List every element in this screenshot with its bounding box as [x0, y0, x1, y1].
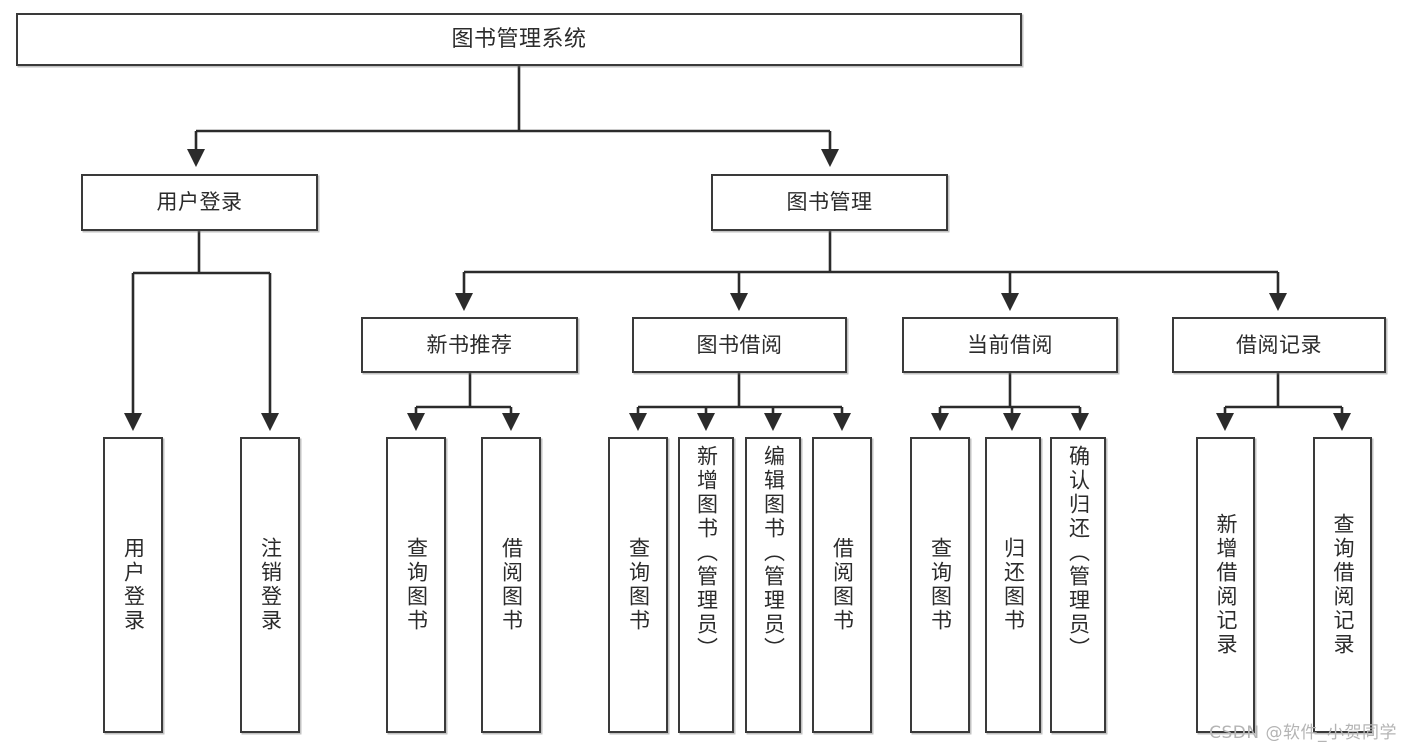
node-current-borrow[interactable]: 当前借阅	[902, 317, 1118, 373]
node-label: 借阅记录	[1236, 332, 1322, 357]
node-user-login[interactable]: 用户登录	[81, 174, 318, 231]
node-book-borrow[interactable]: 图书借阅	[632, 317, 847, 373]
node-label: 注销登录	[258, 537, 283, 633]
node-label: 查询图书	[404, 537, 429, 633]
node-label: 查询图书	[928, 537, 953, 633]
node-root-system[interactable]: 图书管理系统	[16, 13, 1022, 66]
node-label: 图书管理	[786, 190, 873, 215]
node-borrow-record[interactable]: 借阅记录	[1172, 317, 1386, 373]
leaf-current-return-book[interactable]: 归还图书	[985, 437, 1041, 733]
node-new-book-recommend[interactable]: 新书推荐	[361, 317, 578, 373]
node-label: 借阅图书	[830, 537, 855, 633]
node-label: 新增借阅记录	[1214, 513, 1238, 657]
leaf-user-login-login[interactable]: 用户登录	[103, 437, 163, 733]
leaf-current-confirm-return-admin[interactable]: 确认归还（管理员）	[1050, 437, 1106, 733]
node-book-management[interactable]: 图书管理	[711, 174, 948, 231]
leaf-borrow-add-book-admin[interactable]: 新增图书（管理员）	[678, 437, 734, 733]
node-label: 图书借阅	[696, 332, 783, 357]
node-label: 用户登录	[121, 537, 146, 633]
node-label: 归还图书	[1001, 537, 1026, 633]
node-label: 新增图书（管理员）	[694, 445, 719, 661]
leaf-borrow-edit-book-admin[interactable]: 编辑图书（管理员）	[745, 437, 801, 733]
leaf-recommend-borrow-book[interactable]: 借阅图书	[481, 437, 541, 733]
leaf-user-login-logout[interactable]: 注销登录	[240, 437, 300, 733]
node-label: 新书推荐	[426, 332, 513, 357]
leaf-record-add-record[interactable]: 新增借阅记录	[1196, 437, 1255, 733]
node-label: 图书管理系统	[451, 26, 587, 52]
leaf-borrow-query-book[interactable]: 查询图书	[608, 437, 668, 733]
node-label: 当前借阅	[967, 332, 1053, 357]
leaf-recommend-query-book[interactable]: 查询图书	[386, 437, 446, 733]
node-label: 查询图书	[626, 537, 651, 633]
node-label: 查询借阅记录	[1331, 513, 1355, 657]
node-label: 确认归还（管理员）	[1066, 445, 1091, 661]
node-label: 用户登录	[156, 190, 243, 215]
leaf-current-query-book[interactable]: 查询图书	[910, 437, 970, 733]
node-label: 编辑图书（管理员）	[761, 445, 786, 661]
leaf-record-query-record[interactable]: 查询借阅记录	[1313, 437, 1372, 733]
csdn-watermark: CSDN @软件_小贺同学	[1209, 723, 1397, 743]
leaf-borrow-borrow-book[interactable]: 借阅图书	[812, 437, 872, 733]
node-label: 借阅图书	[499, 537, 524, 633]
